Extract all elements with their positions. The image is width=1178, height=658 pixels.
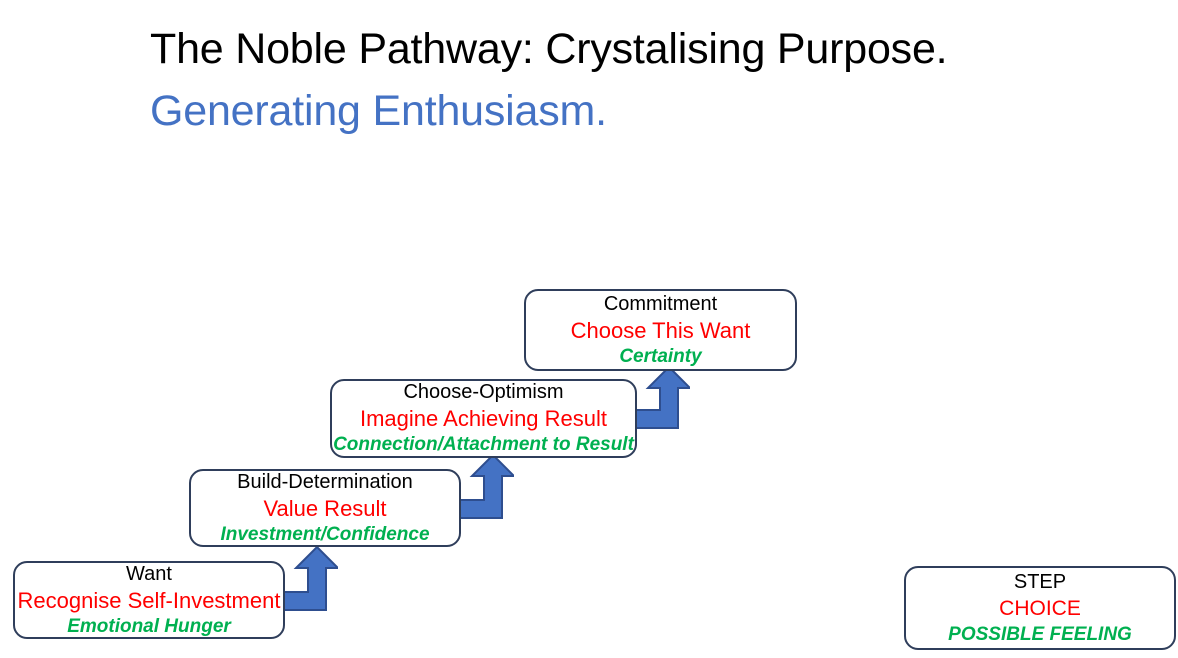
connector-want-to-build-determination (271, 545, 341, 624)
step-name: Choose-Optimism (403, 381, 564, 403)
page-title: The Noble Pathway: Crystalising Purpose. (150, 25, 948, 73)
legend-choice-label: CHOICE (999, 596, 1081, 620)
step-box-choose-optimism[interactable]: Choose-Optimism Imagine Achieving Result… (330, 379, 637, 458)
elbow-up-arrow-icon (623, 365, 693, 429)
legend-feeling-label: POSSIBLE FEELING (948, 623, 1132, 645)
step-choice: Choose This Want (570, 317, 751, 343)
step-box-want[interactable]: Want Recognise Self-Investment Emotional… (13, 561, 285, 639)
elbow-up-arrow-icon (447, 453, 517, 519)
connector-build-determination-to-choose-optimism (447, 453, 517, 532)
step-box-build-determination[interactable]: Build-Determination Value Result Investm… (189, 469, 461, 547)
step-name: Build-Determination (237, 470, 413, 493)
step-feeling: Investment/Confidence (220, 523, 430, 545)
step-feeling: Connection/Attachment to Result (333, 434, 634, 455)
step-choice: Recognise Self-Investment (17, 587, 281, 613)
connector-choose-optimism-to-commitment (623, 365, 693, 442)
step-choice: Value Result (263, 495, 387, 521)
slide-title-block: The Noble Pathway: Crystalising Purpose.… (150, 18, 1110, 142)
step-box-commitment[interactable]: Commitment Choose This Want Certainty (524, 289, 797, 371)
step-feeling: Emotional Hunger (67, 615, 231, 637)
legend-step-label: STEP (1013, 570, 1067, 593)
elbow-up-arrow-icon (271, 545, 341, 611)
page-subtitle: Generating Enthusiasm. (150, 87, 607, 135)
step-name: Want (126, 562, 172, 585)
step-choice: Imagine Achieving Result (359, 406, 608, 431)
step-name: Commitment (603, 292, 718, 315)
legend-key-box: STEP CHOICE POSSIBLE FEELING (904, 566, 1176, 650)
step-feeling: Certainty (619, 345, 702, 367)
